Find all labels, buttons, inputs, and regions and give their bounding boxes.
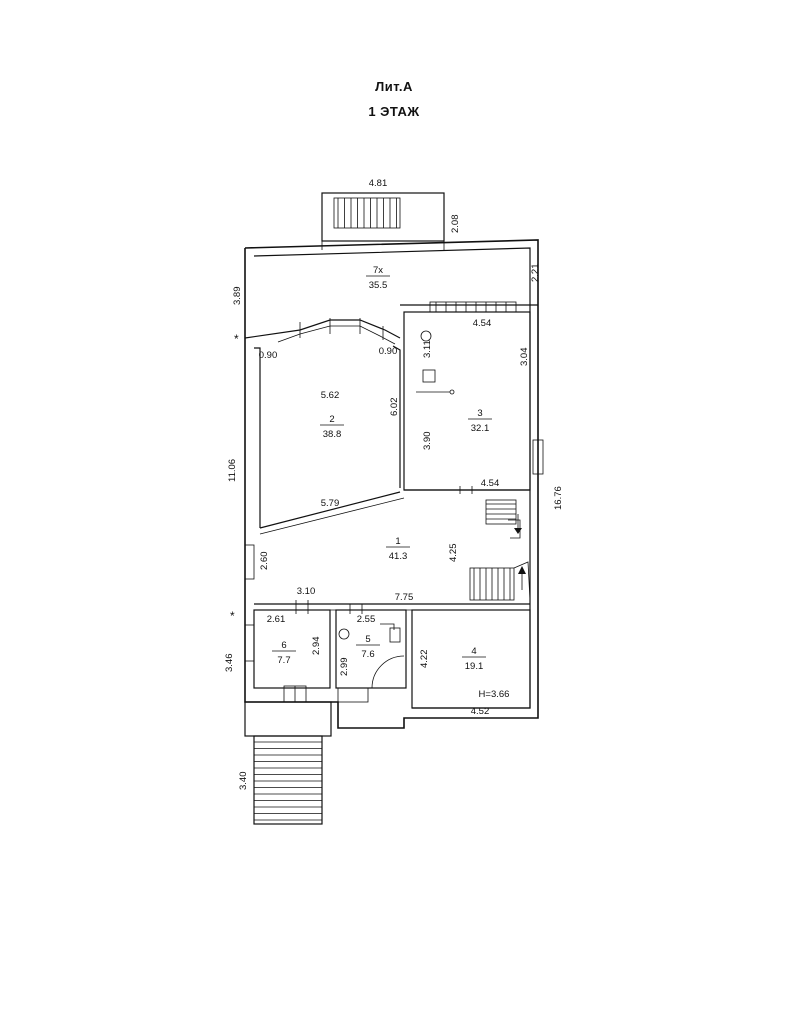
dim-room5-left: 2.99 (339, 658, 350, 677)
page-title: Лит.А (375, 79, 413, 94)
room-2-number: 2 (329, 414, 334, 425)
entrance-stairs (244, 701, 332, 825)
marker-star-lower: * (230, 609, 235, 623)
dim-terrace-right: 2.21 (530, 264, 541, 283)
dim-room2-height: 6.02 (389, 398, 400, 417)
room-labels: 7х 35.5 2 38.8 3 32.1 1 41.3 4 19.1 H=3.… (272, 265, 509, 700)
dim-room6-inner-top: 2.61 (267, 614, 286, 625)
room-4-height: H=3.66 (479, 689, 510, 700)
room-1-area: 41.3 (389, 551, 408, 562)
room-1-walls (244, 486, 531, 614)
dim-room6-top: 3.10 (297, 586, 316, 597)
room-5-walls (335, 604, 407, 703)
room-2-area: 38.8 (323, 429, 342, 440)
room-4-walls (411, 609, 531, 709)
room-3-number: 3 (477, 408, 482, 419)
stair-lower (469, 561, 531, 601)
dim-room4-bottom: 4.52 (471, 706, 490, 717)
dim-room3-right: 3.04 (519, 348, 530, 367)
dim-total-left: 11.06 (227, 459, 238, 482)
top-porch (321, 192, 445, 250)
room-6-area: 7.7 (277, 655, 290, 666)
dim-room1-left: 2.60 (259, 552, 270, 571)
room-4-number: 4 (471, 646, 476, 657)
room-6-number: 6 (281, 640, 286, 651)
dim-room5-top: 2.55 (357, 614, 376, 625)
dim-room3-top: 4.54 (473, 318, 492, 329)
dim-room1-height: 4.25 (448, 544, 459, 563)
room-3-area: 32.1 (471, 423, 490, 434)
dim-entrance-height: 3.46 (224, 654, 235, 673)
room-7x-area: 35.5 (369, 280, 388, 291)
room-2-walls (254, 345, 405, 535)
dimension-labels: 4.81 2.08 3.89 2.21 4.54 3.11 3.04 3.90 … (224, 178, 564, 790)
dim-room1-bottom: 7.75 (395, 592, 414, 603)
dim-porch-width: 4.81 (369, 178, 388, 189)
floor-title: 1 ЭТАЖ (368, 104, 420, 119)
dim-room2-corner-right: 0.90 (379, 346, 398, 357)
room-5-area: 7.6 (361, 649, 374, 660)
room-4-area: 19.1 (465, 661, 484, 672)
dim-porch-depth: 2.08 (450, 215, 461, 234)
dim-room6-right: 2.94 (311, 637, 322, 656)
room-1-number: 1 (395, 536, 400, 547)
room-6-walls (244, 609, 331, 703)
dim-room3-left: 3.90 (422, 432, 433, 451)
terrace-boundary (244, 318, 401, 345)
dim-room3-bottom: 4.54 (481, 478, 500, 489)
stair-upper (485, 499, 522, 539)
dim-total-right: 16.76 (553, 486, 564, 510)
dim-room2-corner-left: 0.90 (259, 350, 278, 361)
room-7x-number: 7х (373, 265, 383, 276)
dim-terrace-left: 3.89 (232, 287, 243, 306)
marker-star-upper: * (234, 332, 239, 346)
dim-room3-door: 3.11 (422, 340, 433, 358)
dim-stairs-length: 3.40 (238, 772, 249, 791)
dim-room4-left: 4.22 (419, 650, 430, 669)
room-5-number: 5 (365, 634, 370, 645)
dim-room2-width: 5.62 (321, 390, 340, 401)
room-3-walls (400, 301, 544, 491)
dim-room2-diagonal: 5.79 (321, 498, 340, 509)
